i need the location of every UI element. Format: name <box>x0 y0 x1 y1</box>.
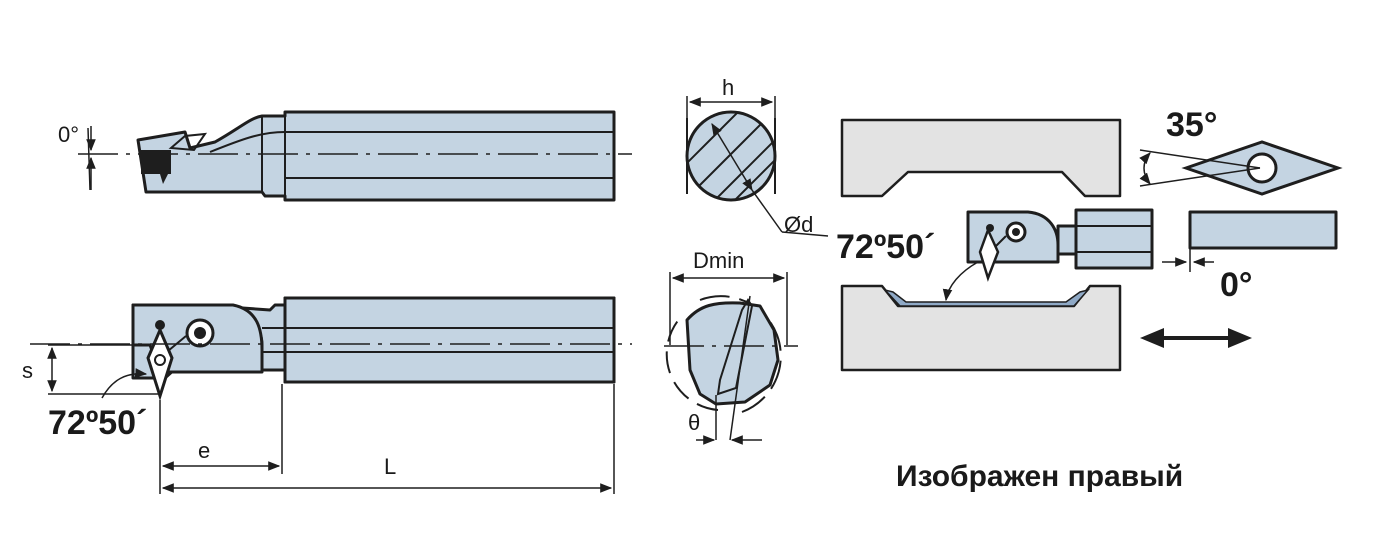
workpiece-bottom <box>840 284 1122 372</box>
shank-section: h Ød <box>685 75 829 237</box>
approach-angle-right-label: 72º50´ <box>836 228 935 266</box>
bore-section: Dmin θ <box>664 248 798 445</box>
insert-35-diagram: 35° <box>1139 106 1343 196</box>
bottom-view: s 72º50´ e L <box>22 296 632 494</box>
d-label: Ød <box>784 212 813 237</box>
feed-arrow-icon <box>1140 328 1252 348</box>
approach-angle-left-label: 72º50´ <box>48 404 147 442</box>
boring-bar-right: 72º50´ <box>836 208 1154 302</box>
s-label: s <box>22 358 33 383</box>
side-bar-zero: 0° <box>1162 210 1338 304</box>
insert-angle-label: 35° <box>1166 106 1217 144</box>
top-view: 0° <box>58 110 632 202</box>
workpiece-top <box>840 118 1122 198</box>
theta-label: θ <box>688 410 700 435</box>
caption-right-hand: Изображен правый <box>896 460 1183 493</box>
dmin-label: Dmin <box>693 248 744 273</box>
angle-zero-small-label: 0° <box>58 122 79 147</box>
angle-zero-big-label: 0° <box>1220 266 1253 304</box>
h-label: h <box>722 75 734 100</box>
L-label: L <box>384 454 396 479</box>
e-label: e <box>198 438 210 463</box>
insert-right-icon <box>978 226 1000 282</box>
